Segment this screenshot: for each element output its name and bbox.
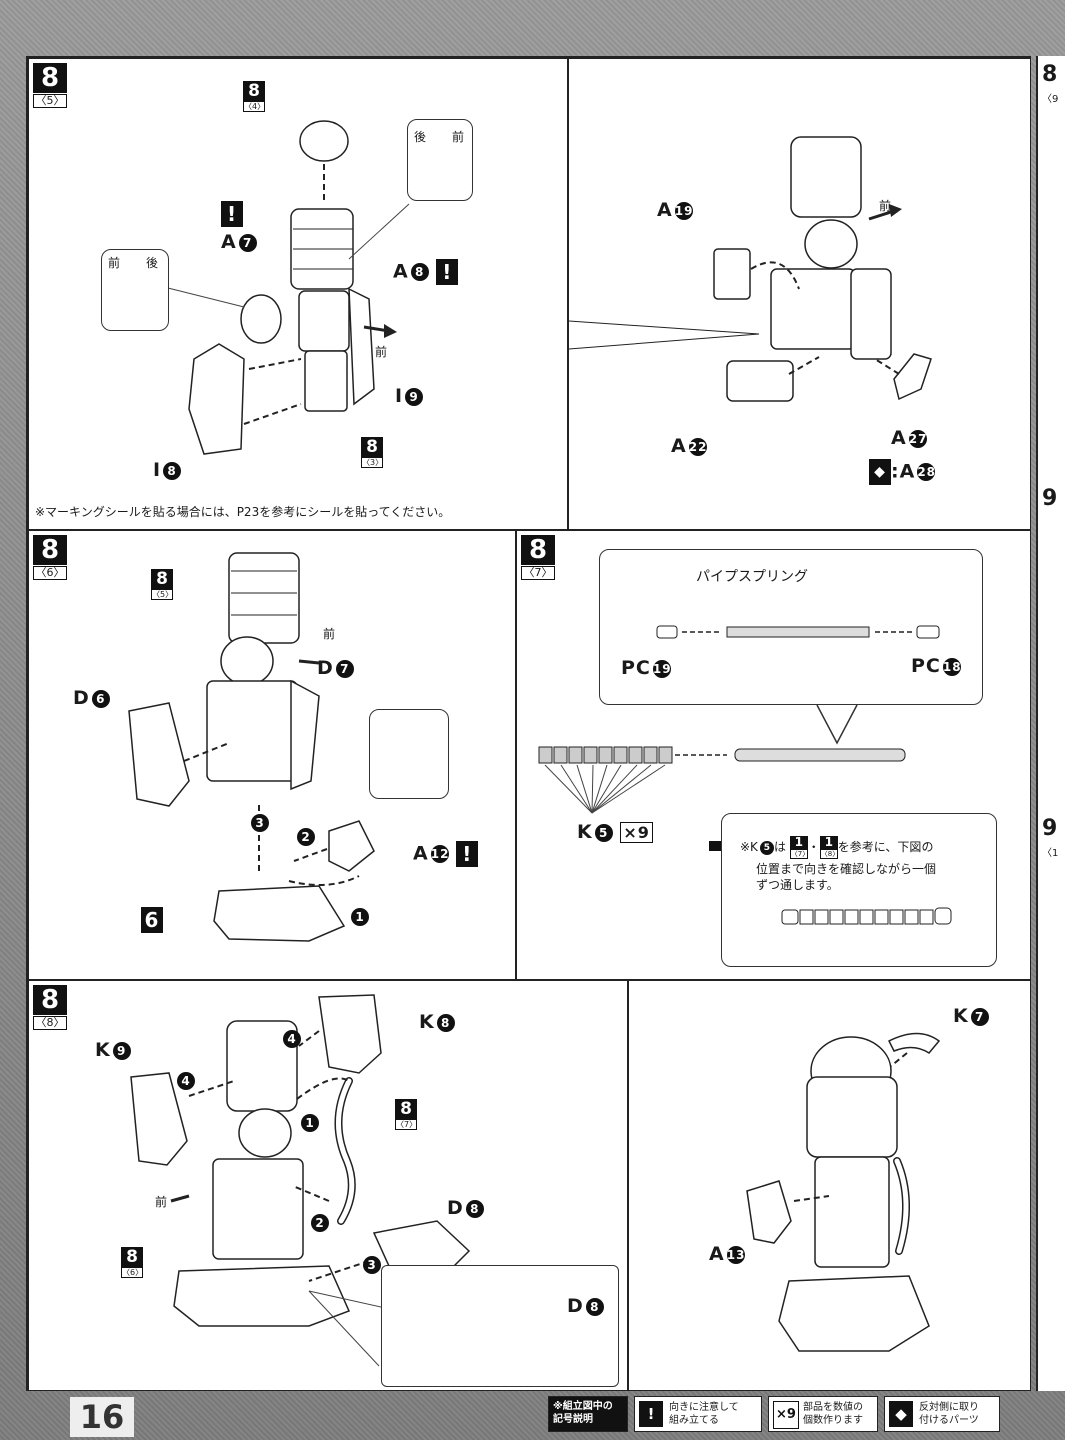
spring-diagram — [781, 907, 952, 925]
warning-icon: ! — [221, 201, 243, 227]
next-page-strip: 8 〈9 9 9 〈1 — [1036, 56, 1065, 1391]
front-label: 前 — [375, 345, 388, 359]
d8-detail-callout — [381, 1265, 619, 1387]
panel-step-8-8: 8〈8〉 8〈7〉 8〈6〉 — [28, 980, 628, 1391]
ref-badge-pipe: 8〈7〉 — [395, 1099, 418, 1130]
panel-step-8-5: 8〈5〉 8〈4〉 8〈3〉 — [28, 58, 568, 530]
ref-badge-top: 8〈4〉 — [243, 81, 266, 112]
step-1: 1 — [349, 905, 369, 927]
part-drawing — [569, 136, 932, 402]
step-4-right: 4 — [281, 1027, 301, 1049]
legend-multiple: ×9 部品を数値の個数作ります — [768, 1396, 878, 1432]
legend-warning: ! 向きに注意して組み立てる — [634, 1396, 762, 1432]
legend-title: ※組立図中の記号説明 — [548, 1396, 628, 1432]
warning-icon: ! — [639, 1401, 663, 1427]
warning-icon: ! — [436, 259, 459, 285]
callout-left: 前 後 — [101, 249, 169, 331]
mirror-part-icon: ◆ — [869, 459, 891, 485]
step-4-left: 4 — [175, 1069, 195, 1091]
ref-badge-bottom: 8〈3〉 — [361, 437, 384, 468]
part-6-badge: 6 — [141, 907, 163, 933]
part-drawing — [128, 552, 375, 942]
step-1: 1 — [299, 1111, 319, 1133]
mirror-part-icon: ◆ — [889, 1401, 913, 1427]
step-2: 2 — [309, 1211, 329, 1233]
part-drawing — [130, 994, 471, 1367]
callout-right: 後 前 — [407, 119, 473, 201]
warning-icon: ! — [456, 841, 479, 867]
step-badge: 8〈8〉 — [33, 985, 67, 1030]
step-3: 3 — [361, 1253, 381, 1275]
front-label: 前 — [155, 1195, 168, 1209]
marking-seal-note: ※マーキングシールを貼る場合には、P23を参考にシールを貼ってください。 — [35, 505, 451, 519]
callout-part — [369, 709, 449, 799]
step-3: 3 — [249, 811, 269, 833]
page-number: 16 — [70, 1397, 134, 1437]
front-label: 前 — [879, 199, 892, 213]
step-badge: 8〈5〉 — [33, 63, 67, 108]
ref-badge: 8〈5〉 — [151, 569, 174, 600]
instruction-sheet: 8〈5〉 8〈4〉 8〈3〉 — [26, 56, 1031, 1391]
step-2: 2 — [295, 825, 315, 847]
ref-badge-base: 8〈6〉 — [121, 1247, 144, 1278]
step-badge: 8〈6〉 — [33, 535, 67, 580]
multiply-icon: ×9 — [773, 1401, 799, 1429]
front-label: 前 — [323, 627, 336, 641]
step-badge: 8〈7〉 — [521, 535, 555, 580]
legend-mirror: ◆ 反対側に取り付けるパーツ — [884, 1396, 1000, 1432]
part-drawing — [163, 120, 410, 455]
part-drawing — [746, 1032, 941, 1352]
